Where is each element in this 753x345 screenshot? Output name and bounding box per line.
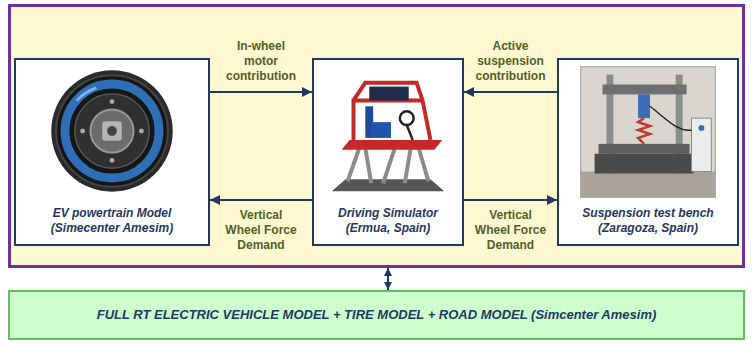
signal-arrow	[464, 91, 557, 93]
test-bench-illustration	[559, 60, 737, 202]
signal-arrow	[387, 268, 389, 290]
node-label: Suspension test bench (Zaragoza, Spain)	[566, 206, 730, 236]
signal-arrow	[464, 199, 557, 201]
subsystem-box: Driving Simulator (Ermua, Spain)	[312, 58, 464, 246]
model-bar: FULL RT ELECTRIC VEHICLE MODEL + TIRE MO…	[8, 290, 745, 340]
edge-label: Vertical Wheel Force Demand	[221, 208, 301, 253]
edge-label: Active suspension contribution	[471, 39, 551, 84]
subsystem-box: EV powertrain Model (Simecenter Amesim)	[14, 58, 210, 246]
node-label: EV powertrain Model (Simecenter Amesim)	[37, 206, 187, 236]
system-region: EV powertrain Model (Simecenter Amesim) …	[8, 4, 745, 268]
edge-label: In-wheel motor contribution	[221, 39, 301, 84]
node-label: FULL RT ELECTRIC VEHICLE MODEL + TIRE MO…	[97, 307, 657, 323]
signal-arrow	[210, 199, 312, 201]
edge-label: Vertical Wheel Force Demand	[471, 208, 551, 253]
subsystem-box: Suspension test bench (Zaragoza, Spain)	[557, 58, 739, 246]
signal-arrow	[210, 91, 312, 93]
region-fill	[8, 4, 745, 268]
motor-illustration	[16, 60, 208, 202]
node-label: Driving Simulator (Ermua, Spain)	[320, 206, 456, 236]
simulator-illustration	[314, 60, 462, 202]
